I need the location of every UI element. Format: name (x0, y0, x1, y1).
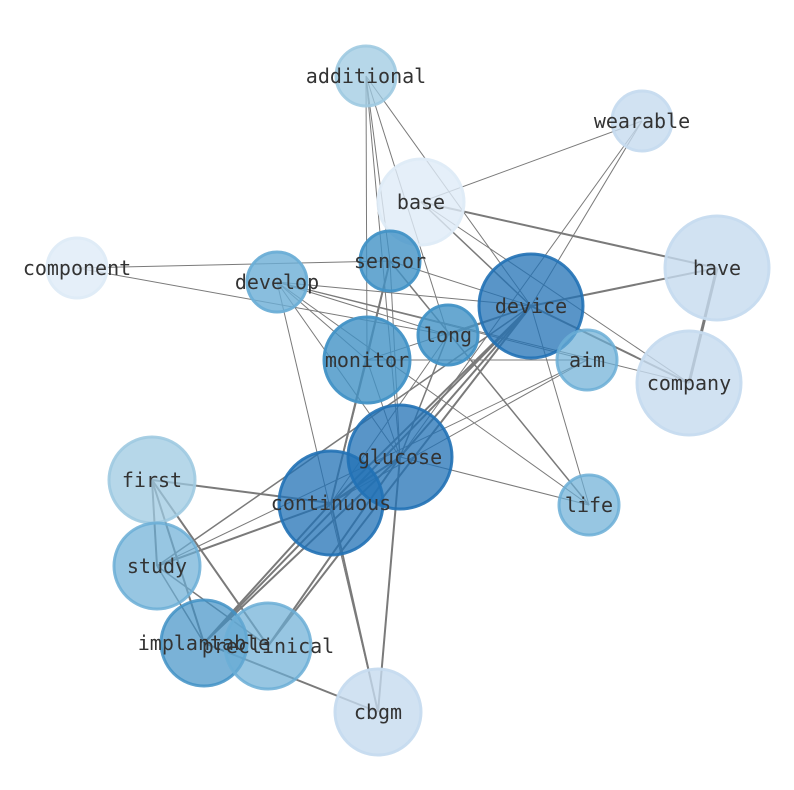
node-label-device: device (495, 294, 567, 318)
edge-sensor-life (389, 260, 590, 506)
edge-component-sensor (76, 260, 391, 269)
node-label-have: have (693, 256, 741, 280)
node-continuous (277, 449, 385, 557)
node-aim (555, 328, 619, 392)
node-label-base: base (397, 190, 445, 214)
node-label-develop: develop (235, 270, 319, 294)
node-label-company: company (647, 371, 731, 395)
node-monitor (322, 315, 412, 405)
node-study (112, 521, 202, 611)
node-label-long: long (424, 323, 472, 347)
label-layer: additional wearable base component sensor dev… (23, 64, 741, 724)
node-life (557, 473, 621, 537)
edge-develop-company (276, 281, 690, 384)
node-component (45, 236, 109, 300)
node-additional (334, 44, 398, 108)
node-base (376, 157, 466, 247)
node-label-continuous: continuous (271, 491, 391, 515)
node-label-component: component (23, 256, 131, 280)
node-sensor (358, 229, 422, 293)
node-label-first: first (122, 468, 182, 492)
node-label-preclinical: preclinical (202, 634, 334, 658)
node-preclinical (223, 601, 313, 691)
node-label-implantable: implantable (138, 631, 270, 655)
edge-develop-life (276, 281, 590, 506)
node-wearable (610, 89, 674, 153)
node-label-study: study (127, 554, 187, 578)
node-cbgm (333, 667, 423, 757)
node-label-additional: additional (306, 64, 426, 88)
edge-additional-monitor (365, 75, 368, 361)
node-label-aim: aim (569, 348, 605, 372)
node-label-cbgm: cbgm (354, 700, 402, 724)
node-label-wearable: wearable (594, 109, 690, 133)
node-layer (45, 44, 771, 757)
node-label-glucose: glucose (358, 445, 442, 469)
node-company (635, 329, 743, 437)
node-device (477, 252, 585, 360)
node-develop (245, 250, 309, 314)
node-have (663, 214, 771, 322)
node-label-life: life (565, 493, 613, 517)
node-label-monitor: monitor (325, 348, 409, 372)
node-long (416, 303, 480, 367)
node-label-sensor: sensor (354, 249, 426, 273)
